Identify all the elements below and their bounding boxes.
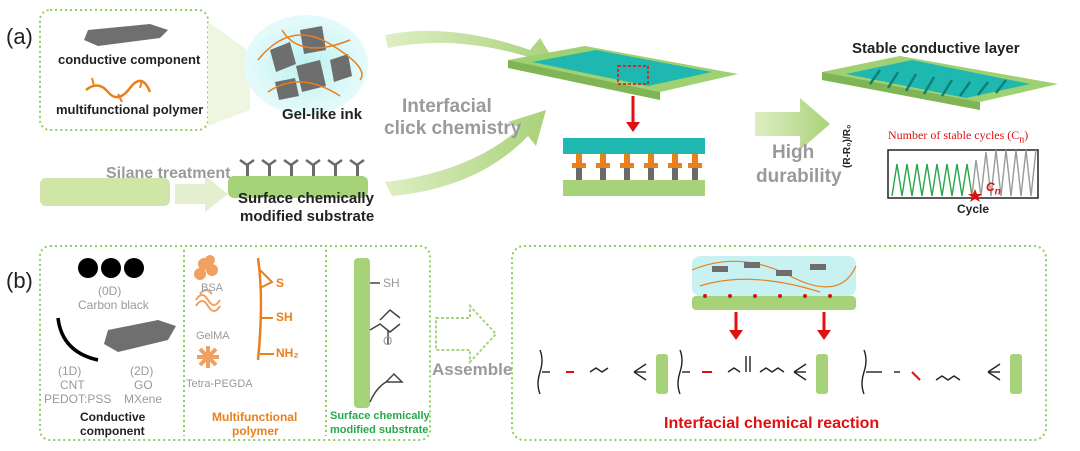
cnt-label: CNT: [60, 378, 85, 392]
reaction-arrow-left: [729, 330, 743, 340]
substrate-sh-label: SH: [383, 276, 400, 290]
zero-d-label: (0D): [98, 284, 122, 298]
two-d-label: (2D): [130, 364, 154, 378]
cn-label: Cn: [986, 180, 1001, 197]
go-sheet-icon: [104, 320, 176, 352]
polymer-backbone: [256, 257, 263, 361]
bsa-label: BSA: [201, 282, 224, 294]
reaction-gel: [692, 256, 856, 296]
interfacial-label: Interfacial: [402, 96, 492, 117]
cnt-icon: [56, 317, 99, 362]
conductive-sheet-icon: [84, 24, 168, 46]
gelma-icon: [195, 289, 221, 312]
green-cycle-line: [891, 163, 973, 197]
molecule-1: [537, 349, 647, 395]
vertical-substrate: [354, 258, 370, 408]
stable-cycles-sub: n: [1019, 134, 1025, 146]
cross-section-bottom: [563, 180, 705, 196]
cn-star: [968, 189, 982, 202]
bsa-icon: [194, 255, 218, 280]
silane-groups: [239, 158, 365, 176]
pedot-label: PEDOT:PSS: [44, 392, 112, 406]
surface-b-line1: Surface chemically: [330, 410, 430, 422]
cracks: [868, 69, 1007, 97]
panel-b-label: (b): [6, 268, 33, 293]
cross-section-top: [563, 138, 705, 154]
gel-ink-label: Gel-like ink: [282, 106, 363, 123]
panel-b-left-box: [39, 245, 431, 441]
tetra-label: Tetra-PEGDA: [186, 378, 253, 390]
y-axis-label: (R-R₀)/R₀: [842, 124, 853, 168]
modified-substrate: [228, 176, 368, 198]
stable-cycles-label: Number of stable cycles (Cn): [888, 128, 1028, 145]
arrow-to-chip-bottom: [385, 110, 546, 196]
reaction-label: Interfacial chemical reaction: [664, 415, 880, 432]
arrow-to-chip-top: [385, 30, 556, 70]
molecule-3: [861, 349, 1001, 395]
multi-label-line2: polymer: [232, 424, 279, 438]
assemble-label: Assemble: [432, 360, 513, 379]
durability-arrow: [755, 98, 830, 150]
tetra-icon: [197, 346, 219, 368]
surface-b-line2: modified substrate: [330, 424, 429, 436]
s-label: S: [276, 276, 285, 290]
stable-cycles-end: ): [1024, 128, 1029, 142]
plain-substrate: [40, 178, 170, 206]
reaction-arrow-right: [817, 330, 831, 340]
carbon-dot-1: [78, 258, 98, 278]
stable-layer-label: Stable conductive layer: [852, 40, 1020, 57]
cn-sub: n: [994, 186, 1001, 198]
gelma-label: GelMA: [196, 330, 230, 342]
cycle-axis-label: Cycle: [957, 202, 990, 216]
multi-label-line1: Multifunctional: [212, 410, 298, 424]
panel-a-label: (a): [6, 24, 33, 49]
silane-arrow: [175, 176, 228, 212]
molecule-2: [677, 349, 807, 395]
surface-label-line2: modified substrate: [240, 208, 375, 225]
stable-cycles-text: Number of stable cycles (C: [888, 128, 1020, 142]
surface-label-line1: Surface chemically: [238, 190, 374, 207]
cn-text: C: [986, 180, 995, 194]
substrate-o-label: O: [383, 334, 393, 348]
reaction-box: [511, 245, 1047, 441]
silane-treatment-label: Silane treatment: [106, 165, 231, 182]
carbon-black-label: Carbon black: [78, 298, 149, 312]
multifunctional-polymer-label: multifunctional polymer: [56, 102, 204, 117]
assemble-arrow: [435, 303, 498, 365]
conductive-label-line2: component: [80, 424, 145, 438]
nh2-label: NH₂: [276, 346, 299, 360]
durability-label: durability: [756, 166, 842, 187]
sh-label: SH: [276, 310, 293, 324]
zoom-arrow: [626, 122, 640, 132]
zoom-box: [617, 65, 649, 85]
click-chemistry-label: click chemistry: [384, 118, 522, 139]
go-label: GO: [134, 378, 153, 392]
linkers: [572, 154, 702, 180]
reaction-substrate: [692, 296, 856, 310]
mxene-label: MXene: [124, 392, 163, 406]
chip-conductive-layer: [532, 50, 712, 86]
conductive-component-label: conductive component: [58, 52, 201, 67]
wedge-shape: [208, 22, 250, 126]
high-label: High: [772, 142, 815, 163]
carbon-dot-2: [101, 258, 121, 278]
conductive-label-line1: Conductive: [80, 410, 146, 424]
carbon-dot-3: [124, 258, 144, 278]
one-d-label: (1D): [58, 364, 82, 378]
gray-cycle-line: [971, 149, 1037, 197]
